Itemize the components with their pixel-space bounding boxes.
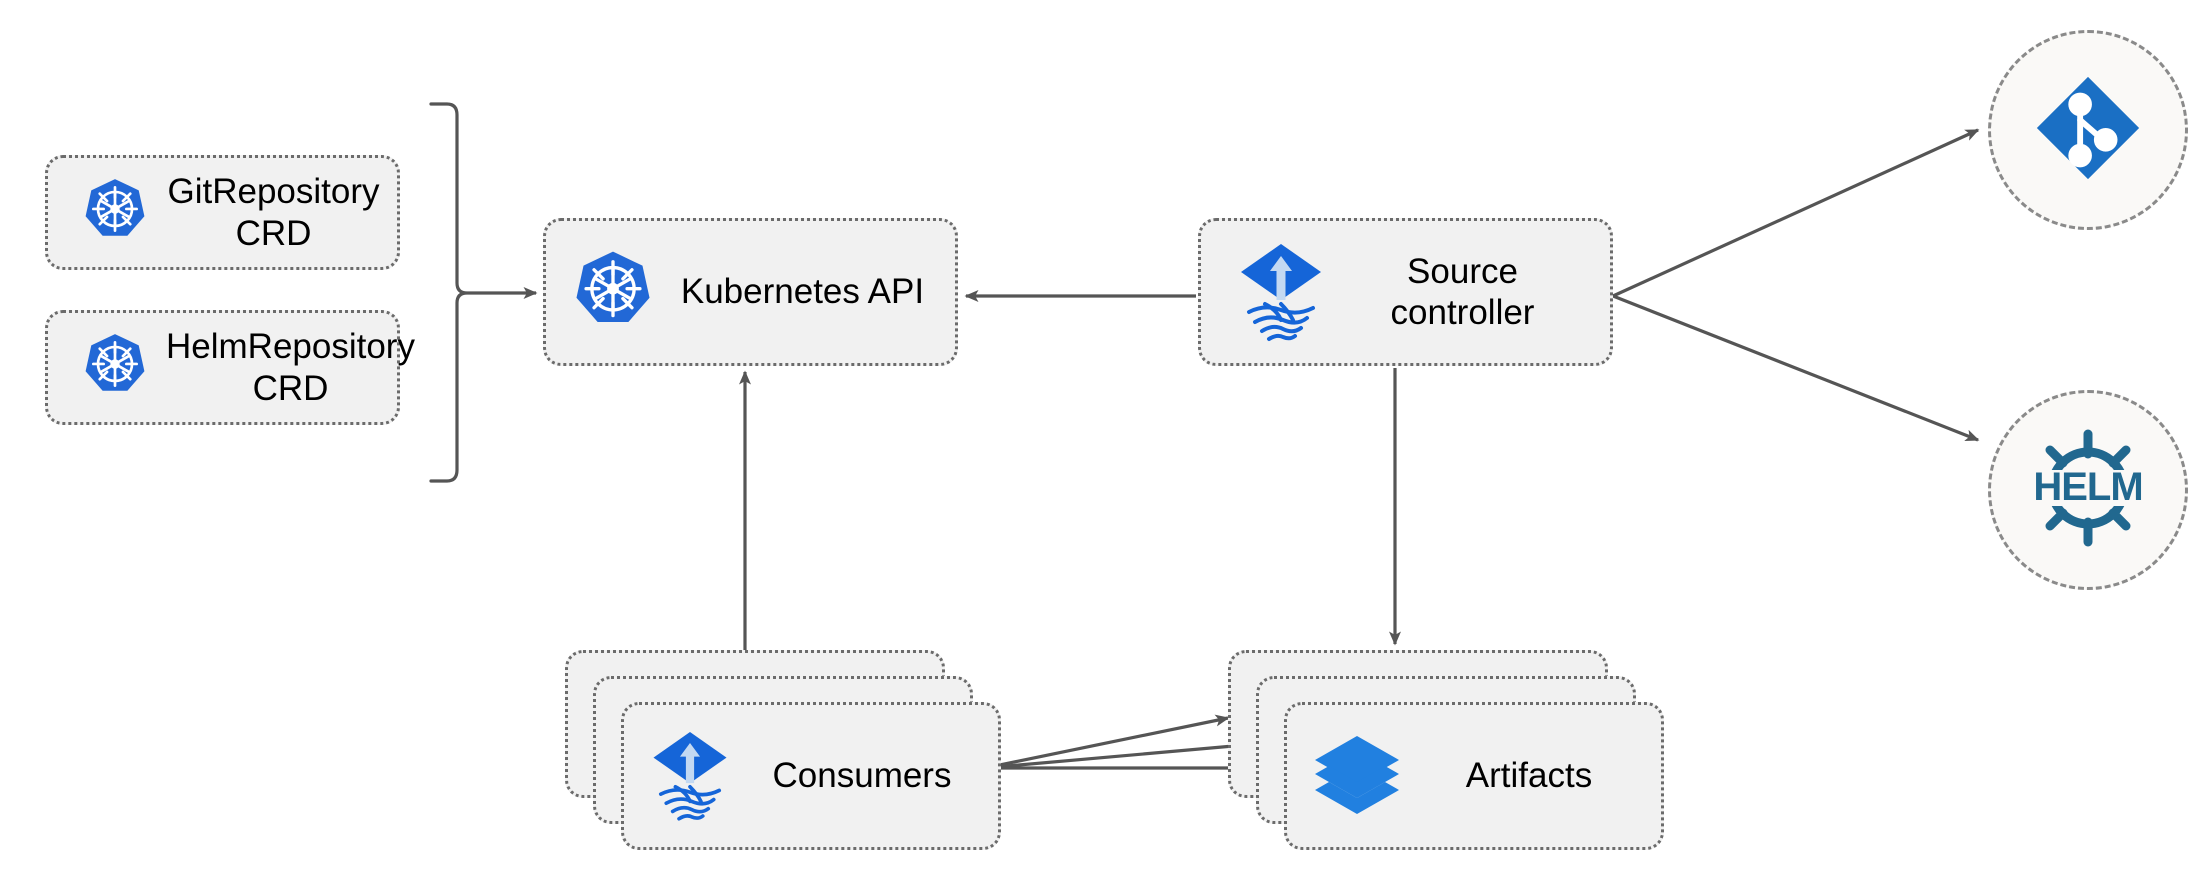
node-label: Consumers: [772, 756, 952, 795]
node-artifacts[interactable]: Artifacts: [1228, 650, 1664, 850]
consumers-card-front[interactable]: Consumers: [621, 702, 1001, 850]
helm-label: HELM: [2033, 465, 2142, 509]
node-label: Kubernetes API: [680, 272, 925, 312]
git-icon: [2029, 69, 2147, 192]
kubernetes-icon: [82, 332, 148, 403]
crd-group-bracket: [429, 102, 468, 483]
arrow-consumers-to-artifacts-1: [984, 714, 1230, 770]
arrow-source-controller-to-helm: [1612, 294, 1980, 442]
layers-icon: [1311, 728, 1403, 825]
node-kubernetes-api[interactable]: Kubernetes API: [543, 218, 958, 366]
arrow-consumers-to-artifacts-2: [984, 739, 1258, 770]
flux-icon: [1235, 238, 1327, 347]
node-label: Artifacts: [1465, 756, 1593, 795]
kubernetes-icon: [572, 249, 654, 336]
arrow-source-controller-to-git: [1612, 128, 1980, 298]
helm-icon: HELM: [2022, 422, 2154, 559]
node-git-provider[interactable]: [1988, 30, 2188, 230]
node-helm-provider[interactable]: HELM: [1988, 390, 2188, 590]
flux-icon: [648, 726, 732, 827]
node-consumers[interactable]: Consumers: [565, 650, 1001, 850]
kubernetes-icon: [82, 177, 148, 248]
artifacts-card-front[interactable]: Artifacts: [1284, 702, 1664, 850]
